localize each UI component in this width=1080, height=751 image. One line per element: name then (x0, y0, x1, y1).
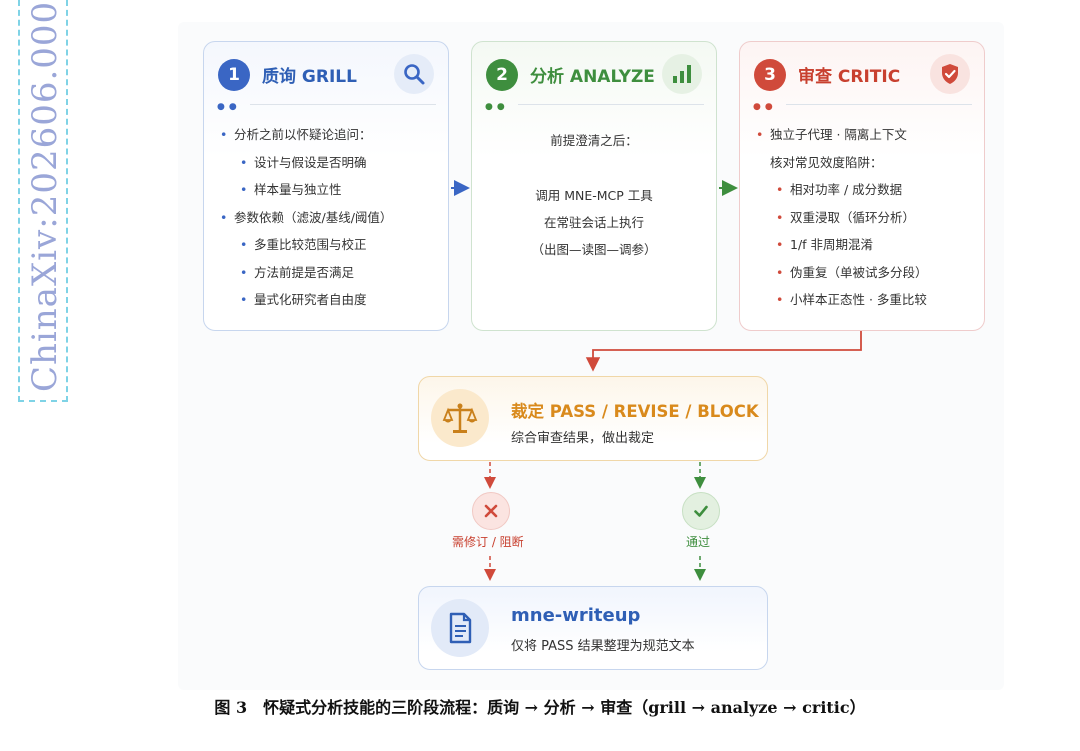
writeup-subtitle: 仅将 PASS 结果整理为规范文本 (511, 639, 695, 654)
verdict-card: 裁定 PASS / REVISE / BLOCK 综合审查结果，做出裁定 (418, 376, 768, 461)
stage-critic-card: 3 审查 CRITIC ●● 独立子代理 · 隔离上下文 核对常见效度陷阱： 相… (739, 41, 985, 331)
revise-block-label: 需修订 / 阻断 (452, 535, 524, 549)
list-item: 双重浸取（循环分析） (756, 208, 928, 236)
list-item: 量式化研究者自由度 (220, 290, 392, 318)
stage-title: 审查 CRITIC (798, 67, 901, 87)
bar-chart-icon (662, 54, 702, 94)
stage-title: 质询 GRILL (262, 67, 357, 87)
verdict-title: 裁定 PASS / REVISE / BLOCK (511, 402, 759, 421)
verdict-subtitle: 综合审查结果，做出裁定 (511, 431, 655, 446)
list-item: 参数依赖（滤波/基线/阈值） (220, 208, 392, 236)
list-item: 设计与假设是否明确 (220, 153, 392, 181)
divider-dots: ●● (217, 102, 241, 112)
scales-icon (431, 389, 489, 447)
list-item: 分析之前以怀疑论追问： (220, 125, 392, 153)
divider-dots: ●● (753, 102, 777, 112)
stage-analyze-card: 2 分析 ANALYZE ●● 前提澄清之后： 调用 MNE-MCP 工具 在常… (471, 41, 717, 331)
analyze-line: 前提澄清之后： (550, 133, 638, 148)
stage-title: 分析 ANALYZE (530, 67, 655, 87)
list-item: 独立子代理 · 隔离上下文 (756, 125, 928, 153)
document-icon (431, 599, 489, 657)
divider-dots: ●● (485, 102, 509, 112)
grill-checklist: 分析之前以怀疑论追问： 设计与假设是否明确 样本量与独立性 参数依赖（滤波/基线… (220, 125, 392, 318)
watermark: ChinaXiv:202606.000 (18, 0, 68, 402)
list-item: 样本量与独立性 (220, 180, 392, 208)
list-item: 相对功率 / 成分数据 (756, 180, 928, 208)
list-item: 伪重复（单被试多分段） (756, 263, 928, 291)
check-icon (682, 492, 720, 530)
list-item: 1/f 非周期混淆 (756, 235, 928, 263)
figure-caption: 图 3 怀疑式分析技能的三阶段流程：质询 → 分析 → 审查（grill → a… (214, 698, 866, 717)
stage-grill-card: 1 质询 GRILL ●● 分析之前以怀疑论追问： 设计与假设是否明确 样本量与… (203, 41, 449, 331)
shield-check-icon (930, 54, 970, 94)
analyze-line: 在常驻会话上执行 (543, 215, 644, 230)
search-icon (394, 54, 434, 94)
list-item: 核对常见效度陷阱： (770, 154, 883, 170)
analyze-line: 调用 MNE-MCP 工具 (535, 188, 653, 203)
cross-icon (472, 492, 510, 530)
writeup-card: mne-writeup 仅将 PASS 结果整理为规范文本 (418, 586, 768, 670)
critic-checklist: 独立子代理 · 隔离上下文 核对常见效度陷阱： 相对功率 / 成分数据 双重浸取… (756, 125, 928, 318)
divider (518, 104, 704, 105)
pass-label: 通过 (686, 535, 711, 549)
writeup-title: mne-writeup (511, 605, 641, 626)
stage-number: 3 (754, 59, 786, 91)
stage-number: 2 (486, 59, 518, 91)
divider (250, 104, 436, 105)
analyze-line: （出图—读图—调参） (531, 242, 657, 257)
arrow-critic-to-verdict (585, 331, 862, 372)
stage-number: 1 (218, 59, 250, 91)
list-item: 方法前提是否满足 (220, 263, 392, 291)
list-item: 多重比较范围与校正 (220, 235, 392, 263)
list-item: 小样本正态性 · 多重比较 (756, 290, 928, 318)
divider (786, 104, 972, 105)
